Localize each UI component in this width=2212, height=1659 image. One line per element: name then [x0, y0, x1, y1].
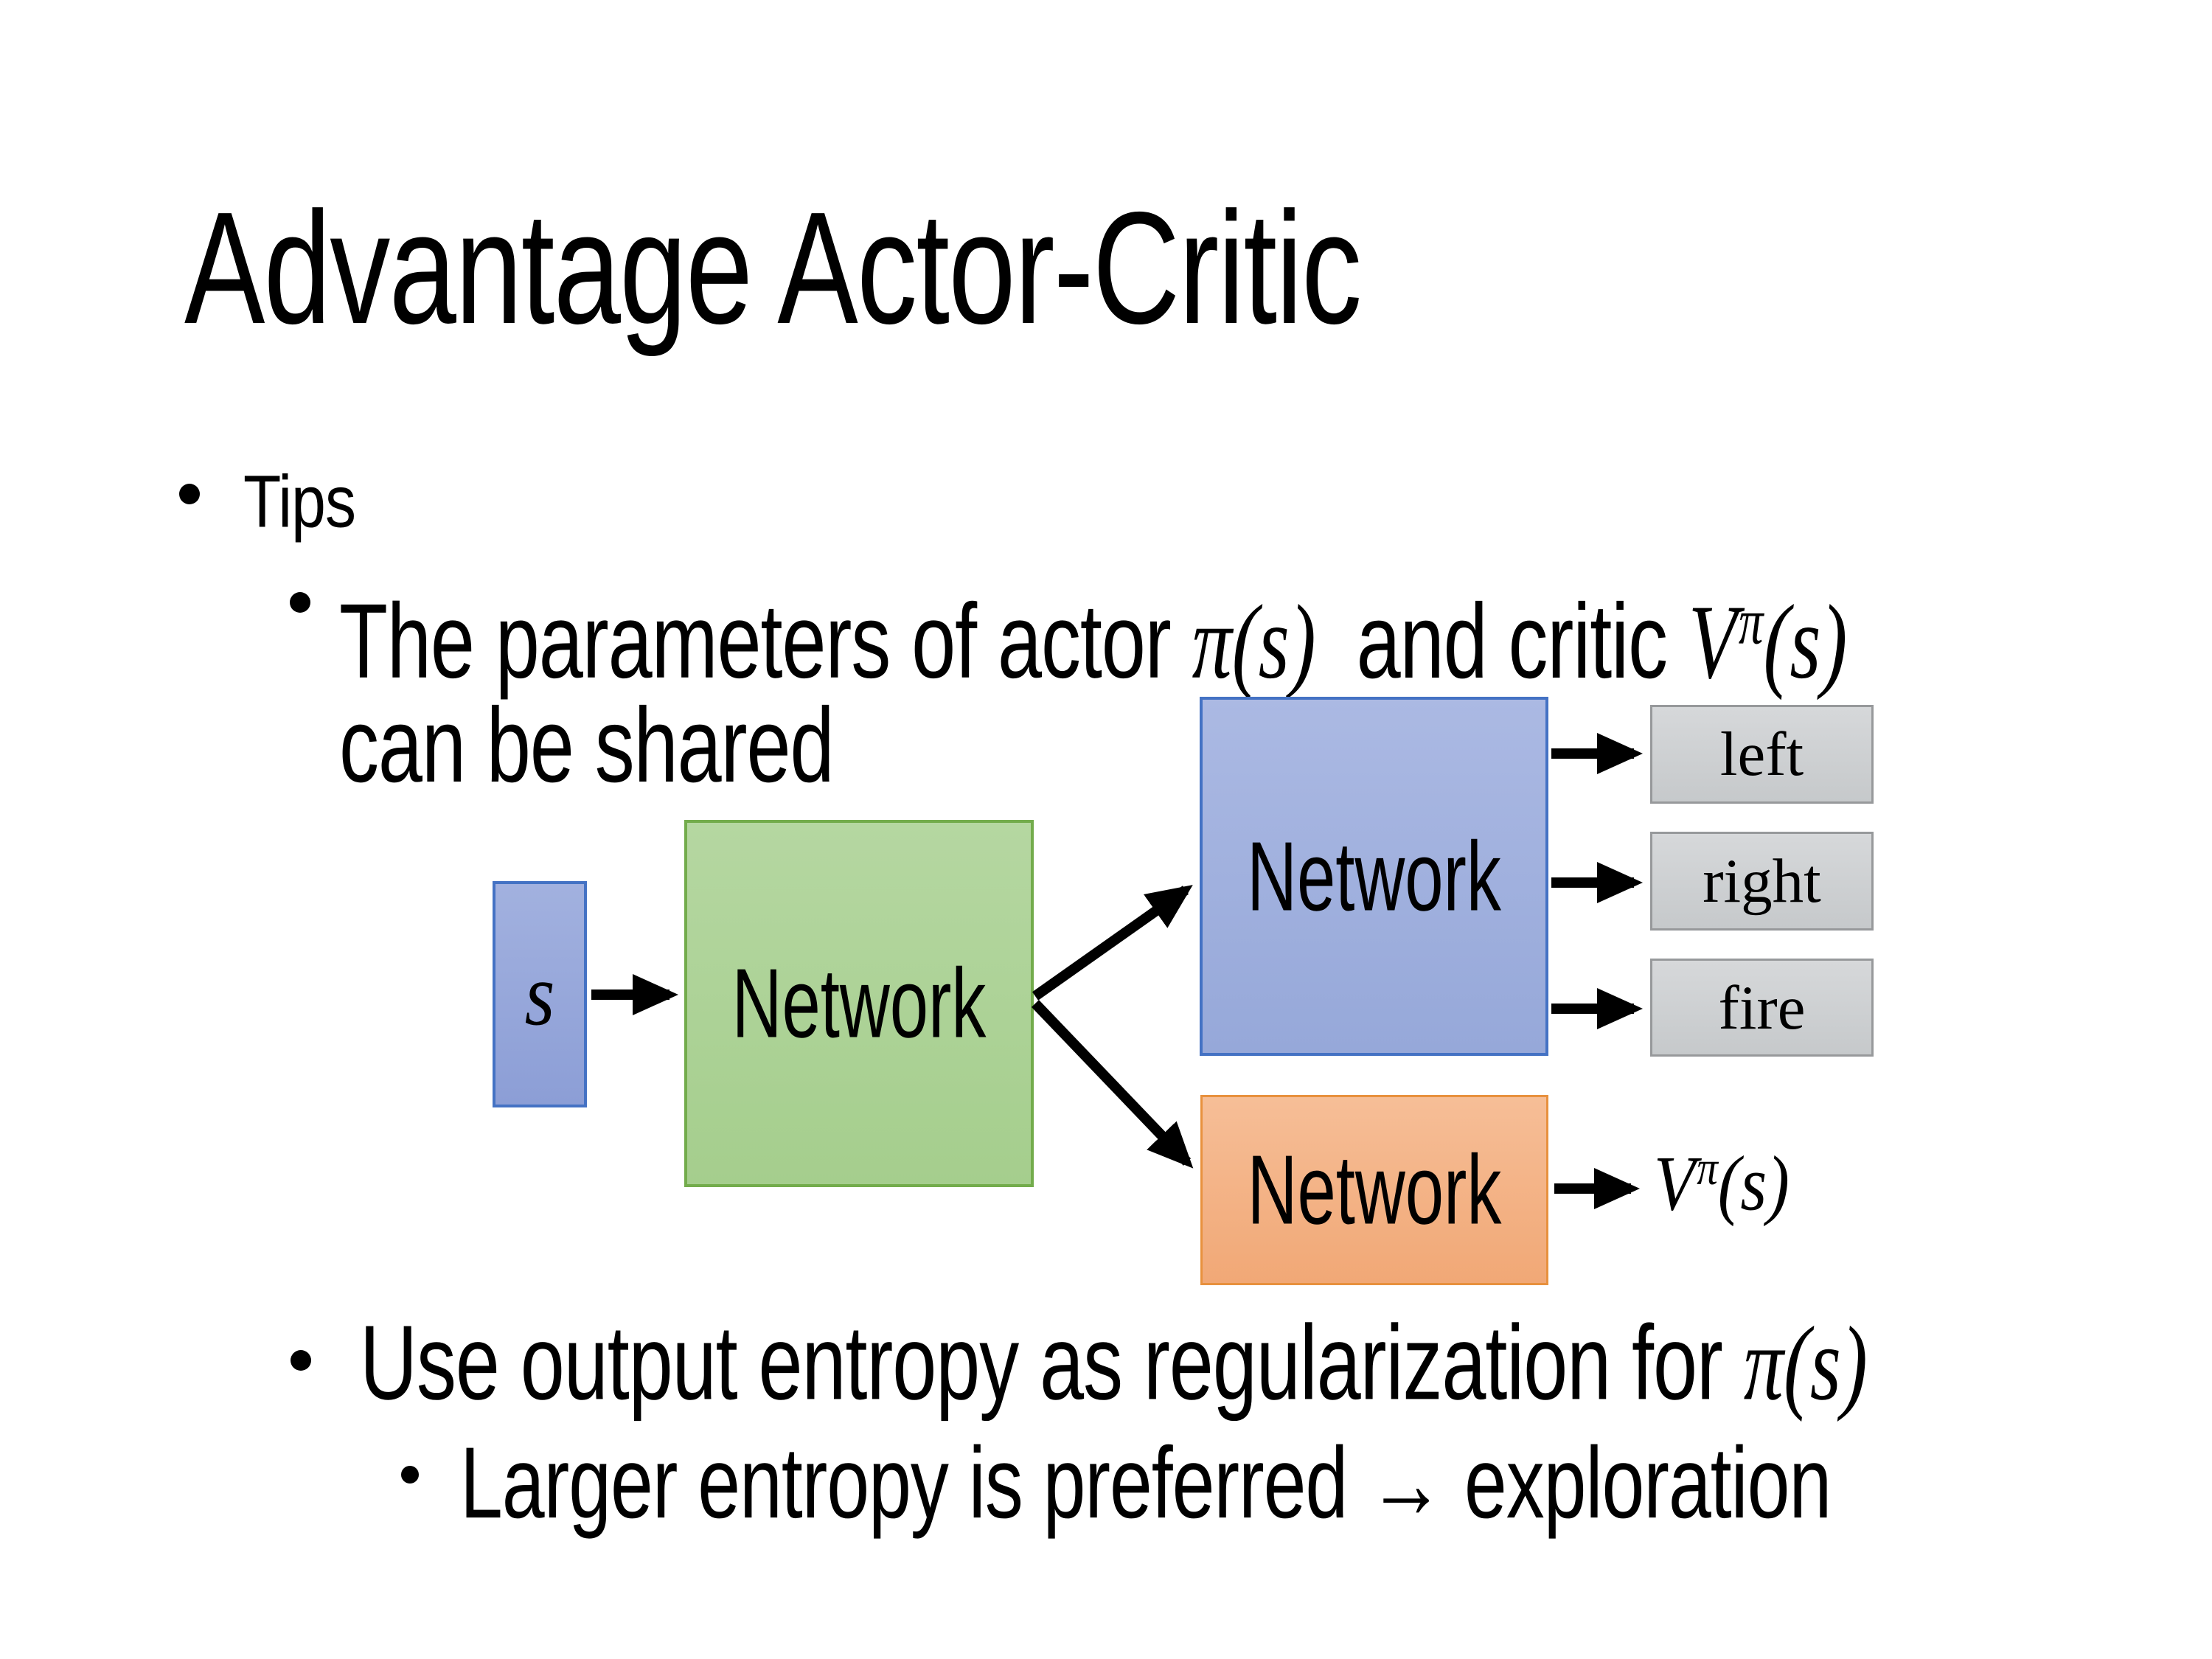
shared-params-mid: and critic [1335, 581, 1688, 700]
entropy-reg-pre: Use output entropy as regularization for [360, 1303, 1744, 1422]
bullet-icon [291, 1350, 311, 1371]
critic-value-sup: π [1738, 585, 1764, 658]
critic-network-box: Network [1200, 1095, 1548, 1285]
actor-network-label: Network [1247, 821, 1501, 931]
critic-network-label: Network [1247, 1134, 1502, 1245]
bullet-icon [290, 592, 310, 613]
critic-value-args: (s) [1763, 584, 1848, 701]
bullet-entropy-reg: Use output entropy as regularization for… [360, 1310, 1868, 1417]
value-output-base: V [1654, 1140, 1696, 1227]
shared-network-box: Network [684, 820, 1034, 1187]
page-title: Advantage Actor-Critic [184, 178, 1362, 358]
action-box-left: left [1650, 705, 1874, 804]
action-left-label: left [1719, 720, 1804, 789]
value-output: Vπ(s) [1654, 1138, 1790, 1228]
value-output-sup: π [1697, 1142, 1718, 1196]
bullet-shared-params: The parameters of actor π(s) and critic … [339, 571, 1847, 804]
actor-network-box: Network [1200, 697, 1548, 1056]
state-input-box: s [493, 881, 587, 1107]
bullet-icon [179, 484, 200, 504]
action-box-fire: fire [1650, 959, 1874, 1057]
action-right-label: right [1703, 846, 1821, 916]
action-box-right: right [1650, 832, 1874, 931]
entropy-reg-math: π(s) [1743, 1306, 1868, 1423]
actor-policy-math: π(s) [1192, 584, 1316, 701]
critic-value-base: V [1688, 584, 1737, 701]
action-fire-label: fire [1718, 973, 1806, 1043]
shared-network-label: Network [731, 947, 987, 1058]
shared-params-pre: The parameters of actor [339, 581, 1192, 700]
state-label: s [524, 945, 555, 1044]
bullet-exploration: Larger entropy is preferred → exploratio… [460, 1427, 1832, 1540]
shared-params-line1: The parameters of actor π(s) and critic … [339, 571, 1847, 695]
arrow-shared-to-critic [1031, 1000, 1194, 1169]
shared-params-line2: can be shared [339, 685, 835, 804]
bullet-icon [401, 1466, 419, 1484]
value-output-args: (s) [1717, 1140, 1790, 1227]
arrow-shared-to-actor [1032, 885, 1193, 1001]
bullet-tips-label: Tips [243, 460, 356, 543]
